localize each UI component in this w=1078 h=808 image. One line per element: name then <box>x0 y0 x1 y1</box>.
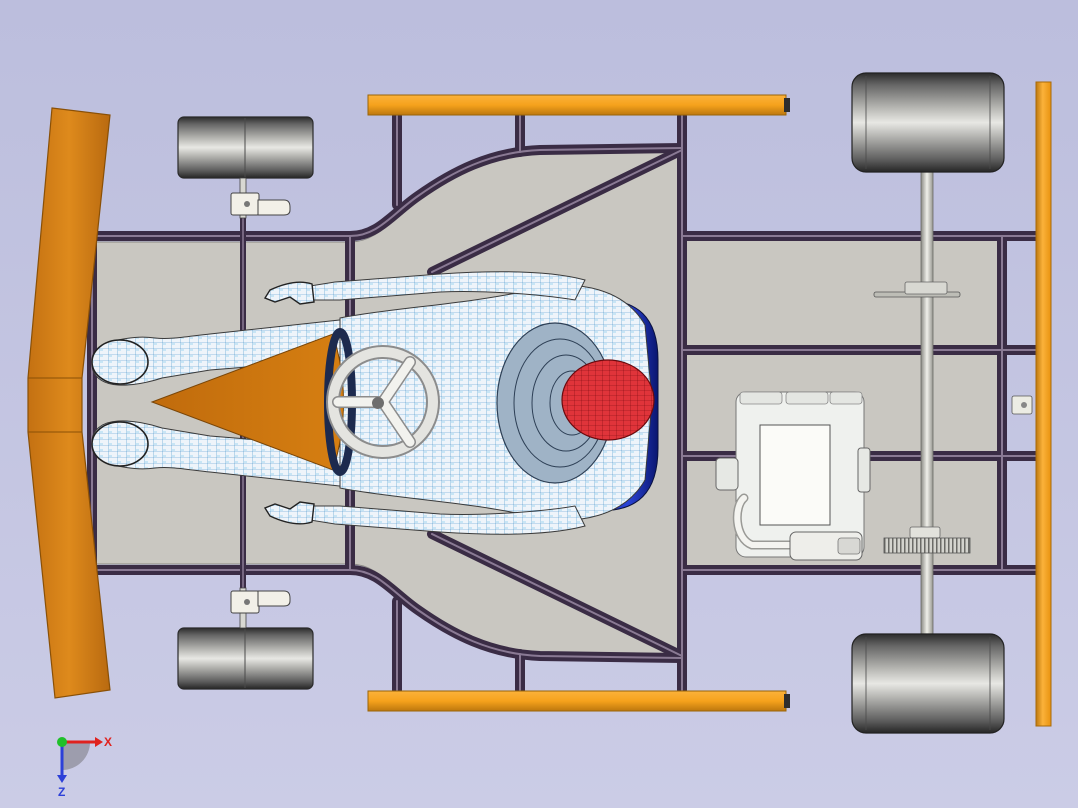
carburetor[interactable] <box>715 457 739 491</box>
front-wheel-right[interactable] <box>177 627 314 690</box>
side-bumper-right[interactable] <box>367 690 790 712</box>
rear-wheel-left[interactable] <box>851 72 1005 173</box>
knuckle-bolt-right <box>244 599 250 605</box>
shoe-left <box>91 339 149 385</box>
y-axis-dot-icon <box>57 737 67 747</box>
engine-cover[interactable] <box>759 424 831 526</box>
front-wheel-left[interactable] <box>177 116 314 179</box>
triad-shading <box>62 742 90 770</box>
steering-arm-right[interactable] <box>257 590 291 607</box>
steering-knuckle-right[interactable] <box>230 587 291 629</box>
side-bumper-left-cap <box>784 98 790 112</box>
front-nose-panel[interactable] <box>27 107 111 699</box>
shoe-right <box>91 421 149 467</box>
exhaust-pipe[interactable] <box>734 495 793 548</box>
rear-wheel-right[interactable] <box>851 633 1005 734</box>
side-bumper-left[interactable] <box>367 94 790 116</box>
engine-fin-left <box>739 391 783 405</box>
rear-bumper-bracket[interactable] <box>1011 395 1033 415</box>
rear-bumper[interactable] <box>1035 81 1052 727</box>
clutch-cap <box>837 537 861 555</box>
nose-panel-body[interactable] <box>27 107 111 699</box>
steering-knuckle-left[interactable] <box>230 177 291 219</box>
side-bumper-right-cap <box>784 694 790 708</box>
z-axis-label: Z <box>58 785 65 799</box>
axis-triad-icon: X Z <box>57 735 112 799</box>
sprocket-teeth[interactable] <box>883 537 971 554</box>
driver-arm-left <box>263 271 586 305</box>
rear-sprocket[interactable] <box>883 526 971 554</box>
engine-fin-mid <box>785 391 829 405</box>
rear-bracket-bolt <box>1021 402 1027 408</box>
steering-wheel-hub <box>372 397 384 409</box>
steering-arm-left[interactable] <box>257 199 291 216</box>
z-axis-arrowhead <box>57 775 67 783</box>
hand-left <box>263 281 315 305</box>
engine-side-cover <box>857 447 871 493</box>
brake-disc[interactable] <box>873 281 961 298</box>
brake-disc-hub <box>904 281 948 295</box>
driver-helmet <box>561 359 655 441</box>
driver[interactable] <box>91 271 655 535</box>
steering-wheel[interactable] <box>326 345 440 459</box>
rear-axle[interactable] <box>920 171 934 636</box>
rear-wheel-right-tire[interactable] <box>851 633 1005 734</box>
engine[interactable] <box>715 391 871 561</box>
driver-shoulders <box>496 322 614 484</box>
side-bumper-right-bar[interactable] <box>367 690 787 712</box>
driver-leg-left <box>91 317 359 386</box>
hand-right <box>263 501 315 525</box>
knuckle-bolt-left <box>244 201 250 207</box>
x-axis-arrowhead <box>95 737 103 747</box>
x-axis-label: X <box>104 735 112 749</box>
engine-fin-right <box>829 391 863 405</box>
rear-wheel-left-tire[interactable] <box>851 72 1005 173</box>
driver-leg-right <box>91 420 359 489</box>
sprocket-hub <box>909 526 941 539</box>
side-bumper-left-bar[interactable] <box>367 94 787 116</box>
driver-arm-right <box>263 501 586 535</box>
